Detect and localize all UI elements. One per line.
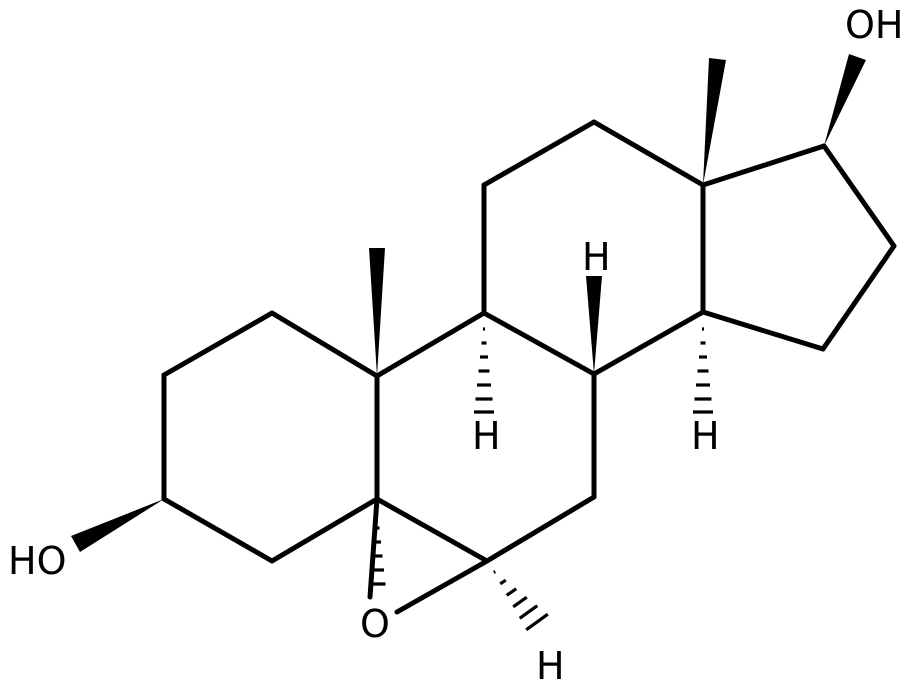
wedge-h-c8 <box>586 276 602 374</box>
hash-h-c6 <box>493 570 549 632</box>
atom-labels: OH HO O H H H H <box>8 3 903 688</box>
bond <box>700 143 827 188</box>
bond <box>481 119 597 188</box>
label-h-c9: H <box>472 414 501 458</box>
hash-h-c9 <box>474 327 494 414</box>
bond <box>374 496 490 564</box>
wedge-oh-c3 <box>71 499 164 552</box>
bond <box>269 496 380 564</box>
wedge-bonds <box>71 54 866 552</box>
label-h-c8: H <box>582 235 611 279</box>
label-epoxide-o: O <box>360 602 390 646</box>
bond <box>394 558 490 615</box>
wedge-methyl-c13 <box>703 58 726 185</box>
bond <box>374 310 487 379</box>
bond <box>481 310 597 377</box>
label-oh-left: HO <box>8 539 66 583</box>
ring-a <box>161 310 380 564</box>
wedge-oh-c17 <box>824 54 866 146</box>
bond <box>820 243 897 352</box>
bond <box>367 496 380 600</box>
bond <box>161 496 275 564</box>
bond <box>591 119 706 188</box>
bond <box>161 310 275 378</box>
bond <box>591 309 706 377</box>
label-h-c6: H <box>536 644 565 688</box>
label-oh-top: OH <box>845 3 903 47</box>
hash-epoxide-c5 <box>368 512 386 586</box>
bond <box>821 143 897 249</box>
ring-b <box>374 310 597 564</box>
epoxide-ring <box>367 496 490 615</box>
label-h-c14: H <box>691 414 720 458</box>
wedge-methyl-c10 <box>369 248 385 376</box>
hash-h-c14 <box>693 327 713 414</box>
bond <box>269 310 380 379</box>
bond <box>484 494 597 564</box>
ring-c <box>481 119 706 377</box>
hash-bonds <box>368 327 713 632</box>
bond <box>700 309 826 352</box>
ring-d <box>700 143 897 352</box>
